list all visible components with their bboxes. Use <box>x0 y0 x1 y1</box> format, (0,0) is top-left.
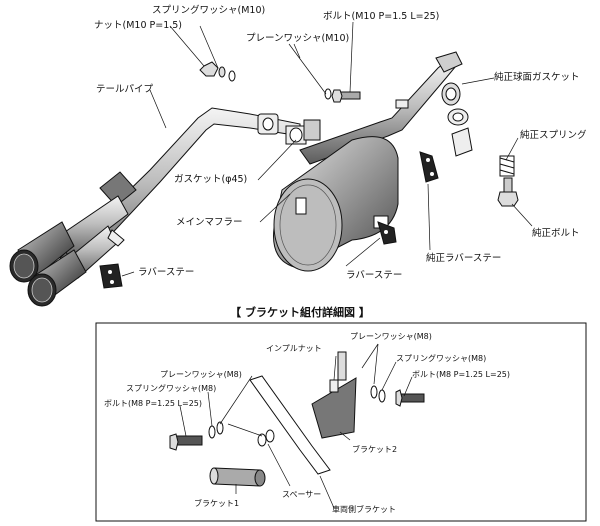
label-plain-washer-m8-right: プレーンワッシャ(M8) <box>350 332 432 341</box>
label-genuine-spring: 純正スプリング <box>520 130 587 141</box>
label-plain-washer-m10: プレーンワッシャ(M10) <box>246 33 350 44</box>
label-rubber-stay-left: ラバーステー <box>138 267 195 278</box>
label-nut-m10: ナット(M10 P=1.5) <box>94 20 183 31</box>
detail-title: 【 ブラケット組付詳細図 】 <box>230 306 370 319</box>
label-tail-pipe: テールパイプ <box>96 84 154 95</box>
dual-tail-tips <box>9 221 87 307</box>
label-spring-washer-m8-left: スプリングワッシャ(M8) <box>126 384 217 393</box>
label-genuine-ball-gasket: 純正球面ガスケット <box>494 72 580 83</box>
label-spring-washer-m8-right: スプリングワッシャ(M8) <box>396 354 487 363</box>
label-bolt-m8-right: ボルト(M8 P=1.25 L=25) <box>412 370 510 379</box>
label-gasket-45: ガスケット(φ45) <box>174 174 248 185</box>
label-bracket-2: ブラケット2 <box>352 445 398 454</box>
rubber-stays <box>99 151 439 289</box>
leader-lines-detail <box>179 343 413 509</box>
label-bracket-1: ブラケット1 <box>194 499 240 508</box>
label-genuine-rubber-stay: 純正ラバーステー <box>426 253 502 264</box>
detail-frame <box>95 322 587 522</box>
label-rubber-stay-center: ラバーステー <box>346 270 403 281</box>
label-genuine-bolt: 純正ボルト <box>532 228 580 239</box>
label-spacer: スペーサー <box>282 490 322 499</box>
label-spring-washer-m10: スプリングワッシャ(M10) <box>152 5 266 16</box>
tail-pipe-body <box>55 107 301 279</box>
label-bolt-m8-left: ボルト(M8 P=1.25 L=25) <box>104 399 202 408</box>
label-bolt-m10: ボルト(M10 P=1.5 L=25) <box>323 11 440 22</box>
label-plain-washer-m8-left: プレーンワッシャ(M8) <box>160 370 242 379</box>
leader-lines-top <box>121 21 533 277</box>
top-hardware <box>199 61 519 207</box>
detail-parts <box>169 351 425 487</box>
main-muffler-body <box>273 136 399 272</box>
label-main-muffler: メインマフラー <box>176 217 243 228</box>
label-inpul-nut: インプルナット <box>266 344 322 353</box>
label-vehicle-bracket: 車両側ブラケット <box>332 505 396 514</box>
